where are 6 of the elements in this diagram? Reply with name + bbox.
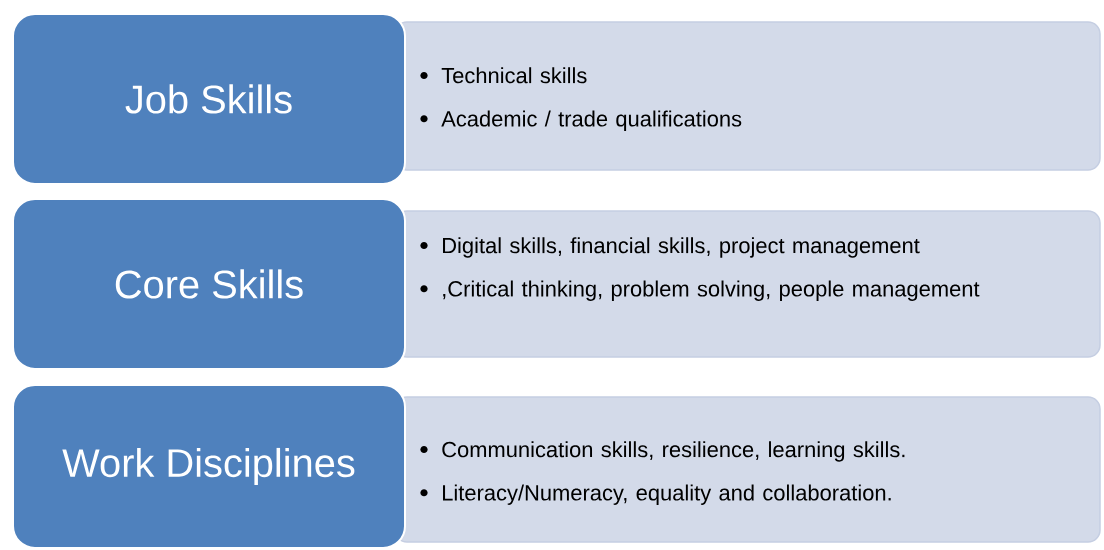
heading-box: Core Skills: [12, 198, 406, 370]
heading-box: Work Disciplines: [12, 384, 406, 549]
list-panel: Communication skills, resilience, learning skills. Literacy/Numeracy, equality and collaboration.: [394, 396, 1101, 543]
heading-box: Job Skills: [12, 13, 406, 185]
list-panel: Digital skills, financial skills, project management ,Critical thinking, problem solving, people management: [394, 210, 1101, 358]
list-panel: Technical skills Academic / trade qualifications: [394, 21, 1101, 171]
